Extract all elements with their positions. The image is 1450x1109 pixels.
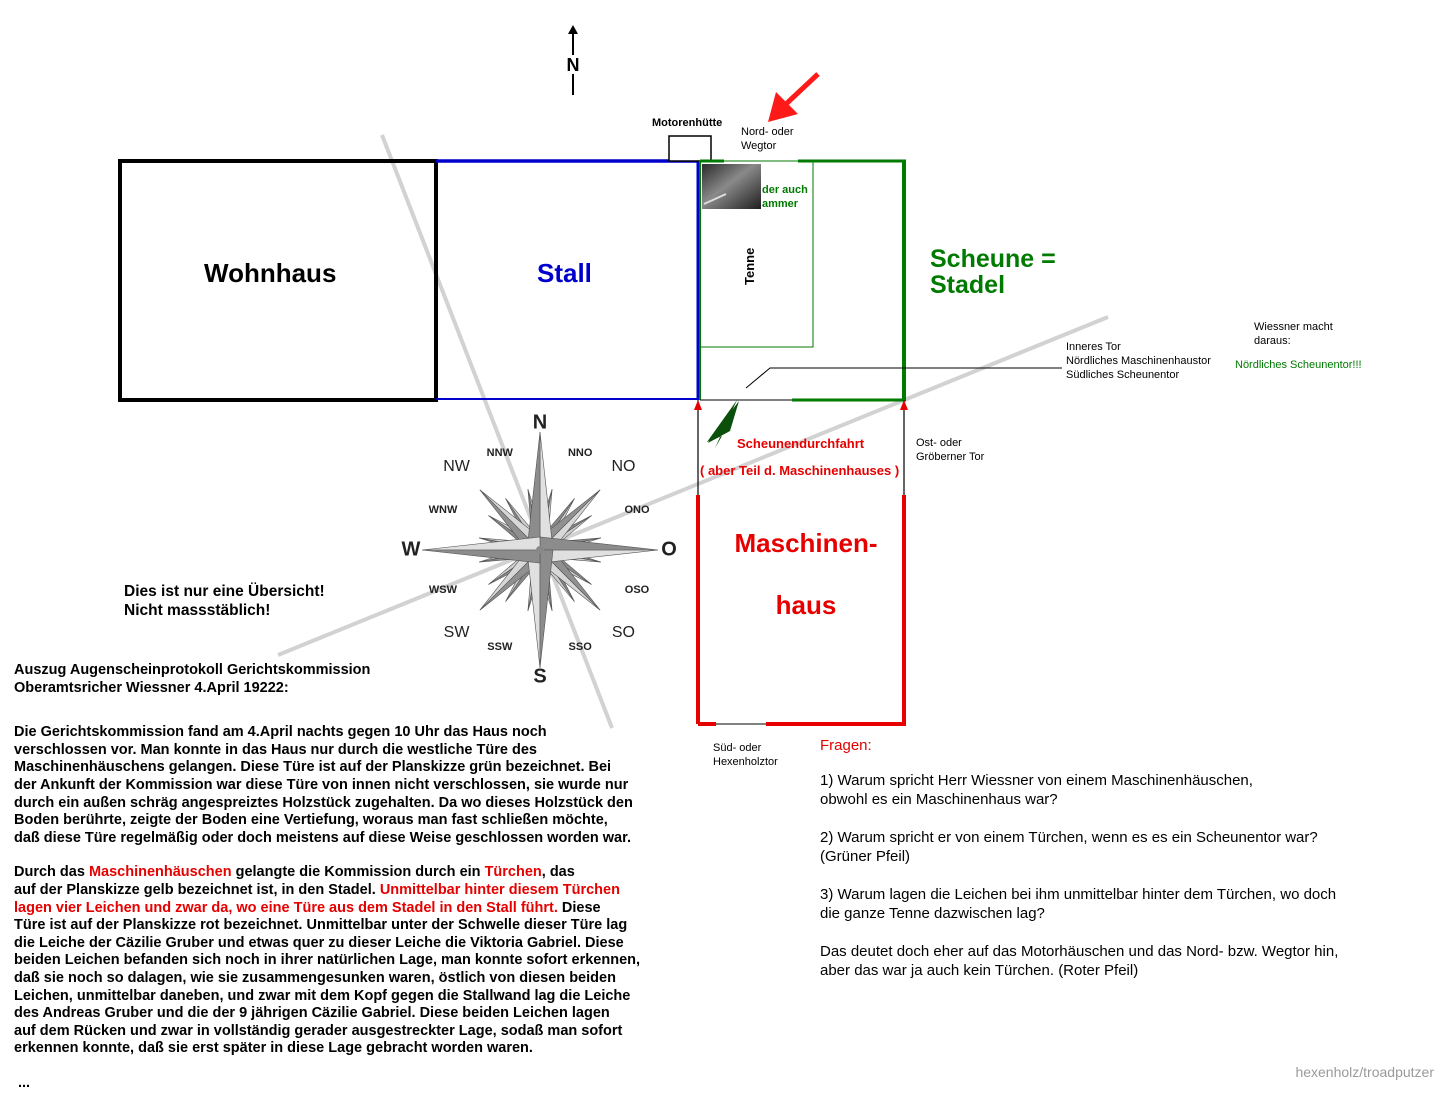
question-3: 3) Warum lagen die Leichen bei ihm unmit… xyxy=(820,886,1337,922)
compass-label-wsw: WSW xyxy=(428,584,458,597)
wohnhaus-label: Wohnhaus xyxy=(204,258,337,288)
compass-label-oso: OSO xyxy=(624,584,650,597)
protocol-text: Durch das xyxy=(14,864,89,881)
kammer-label-fragment: der auch ammer xyxy=(762,184,808,210)
compass-label-nno: NNO xyxy=(567,446,593,459)
grey-diagonal-line xyxy=(277,315,1109,657)
north-arrow-label: N xyxy=(567,55,580,75)
protocol-excerpt: Auszug Augenscheinprotokoll Gerichtskomm… xyxy=(14,662,754,1109)
suedtor-label: Süd- oder Hexenholztor xyxy=(713,742,778,768)
compass-label-ono: ONO xyxy=(624,503,650,516)
compass-label-s: S xyxy=(533,665,547,688)
question-2: 2) Warum spricht er von einem Türchen, w… xyxy=(820,829,1318,865)
protocol-paragraph-2: Durch das Maschinenhäuschen gelangte die… xyxy=(14,864,754,1058)
questions-title: Fragen: xyxy=(820,737,872,754)
protocol-text: gelangte die Kommission durch ein xyxy=(231,864,485,881)
protocol-highlight: Maschinenhäuschen xyxy=(88,864,232,881)
questions-conclusion: Das deutet doch eher auf das Motorhäusch… xyxy=(820,943,1339,979)
wohnhaus-outline xyxy=(118,159,438,402)
protocol-paragraph-1: Die Gerichtskommission fand am 4.April n… xyxy=(14,724,633,846)
tenne-outline xyxy=(699,160,814,348)
north-arrow-icon xyxy=(568,25,578,95)
inneres-tor-pointer xyxy=(745,367,1062,389)
compass-label-n: N xyxy=(532,411,548,434)
inneres-tor-label: Inneres Tor Nördliches Maschinenhaustor … xyxy=(1066,341,1211,381)
stall-label: Stall xyxy=(537,258,592,288)
compass-label-so: SO xyxy=(611,624,635,642)
teil-maschinenhaus-label: ( aber Teil d. Maschinenhauses ) xyxy=(700,463,900,478)
compass-rose-icon xyxy=(421,431,659,669)
maschinenhaus-outline xyxy=(694,400,908,726)
compass-label-sso: SSO xyxy=(568,641,592,653)
protocol-highlight: Unmittelbar hinter diesem Türchen lagen … xyxy=(14,881,620,916)
motorenhuette-outline xyxy=(668,135,712,162)
wiessner-macht-label: Wiessner macht daraus: xyxy=(1254,321,1333,347)
watermark: hexenholz/troadputzer xyxy=(1295,1064,1434,1080)
compass-label-o: O xyxy=(661,538,677,561)
question-1: 1) Warum spricht Herr Wiessner von einem… xyxy=(820,772,1253,808)
scheune-label: Scheune = Stadel xyxy=(930,245,1056,299)
scheune-outline xyxy=(699,159,906,402)
scheunendurchfahrt-label: Scheunendurchfahrt xyxy=(737,436,865,451)
compass-label-w: W xyxy=(401,538,421,561)
protocol-heading: Auszug Augenscheinprotokoll Gerichtskomm… xyxy=(14,662,371,696)
noerdliches-scheunentor-label: Nördliches Scheunentor!!! xyxy=(1235,359,1362,371)
compass-label-nw: NW xyxy=(443,457,470,475)
green-arrow-icon xyxy=(707,400,739,448)
compass-label-sw: SW xyxy=(443,624,470,642)
protocol-text: Diese Türe ist auf der Planskizze rot be… xyxy=(14,899,641,1057)
protocol-highlight: Türchen xyxy=(484,864,542,881)
compass-label-wnw: WNW xyxy=(428,503,458,516)
protocol-ellipsis: ... xyxy=(18,1074,31,1091)
compass-label-no: NO xyxy=(611,457,636,475)
compass-label-nnw: NNW xyxy=(486,446,513,459)
motorenhuette-label: Motorenhütte xyxy=(652,117,723,129)
grey-diagonal-line xyxy=(380,134,614,729)
tenne-label: Tenne xyxy=(742,247,757,285)
uebersicht-note: Dies ist nur eine Übersicht! Nicht masss… xyxy=(124,583,325,619)
stall-outline xyxy=(436,159,700,400)
photo-thumbnail xyxy=(702,164,761,209)
compass-label-ssw: SSW xyxy=(487,641,513,653)
protocol-text: , das auf der Planskizze gelb bezeichnet… xyxy=(14,864,575,898)
questions-block: Fragen: 1) Warum spricht Herr Wiessner v… xyxy=(820,736,1420,999)
nordtor-label: Nord- oder Wegtor xyxy=(741,126,794,152)
red-arrow-icon xyxy=(768,72,820,122)
osttor-label: Ost- oder Gröberner Tor xyxy=(916,437,985,463)
maschinenhaus-label: Maschinen- haus xyxy=(734,528,878,620)
